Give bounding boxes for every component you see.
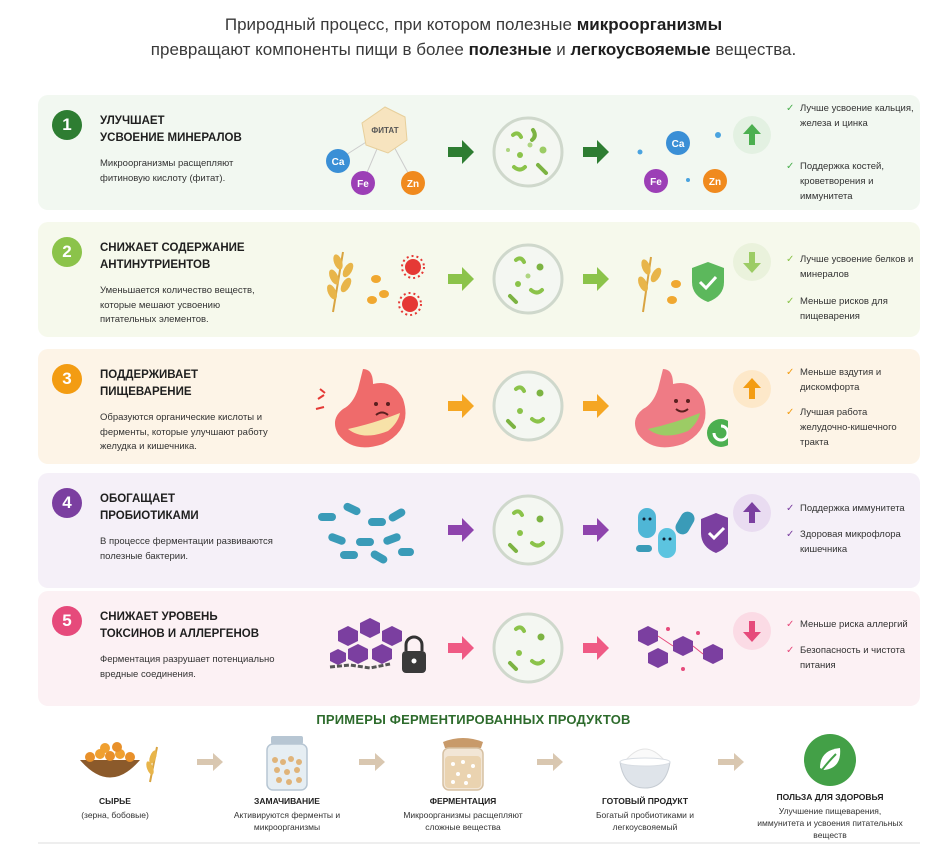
phytate-icon (361, 106, 408, 154)
arrow-right-icon (583, 394, 609, 418)
sad-stomach-icon (334, 369, 406, 448)
step-number-3: 3 (52, 364, 82, 394)
leaf-icon (804, 734, 856, 786)
mineral-fe-1: Fe (357, 179, 369, 190)
arrow-up-icon (732, 115, 772, 155)
phytate-illustration: ФИТАТ Ca Fe Zn Ca Fe Zn (288, 95, 728, 210)
arrow-right-icon (448, 140, 474, 164)
wheat-icon (638, 256, 662, 313)
examples-title: ПРИМЕРЫ ФЕРМЕНТИРОВАННЫХ ПРОДУКТОВ (316, 712, 631, 727)
phytate-label: ФИТАТ (371, 126, 398, 135)
mineral-zn-2: Zn (709, 177, 721, 188)
arrow-up-icon (732, 369, 772, 409)
row-text-2: Уменьшается количество веществ, которые … (100, 285, 255, 325)
benefit-4b: ✓Здоровая микрофлора кишечника (786, 529, 901, 555)
arrow-right-icon (359, 753, 385, 771)
row-text-5: Ферментация разрушает потенциально вредн… (100, 654, 275, 680)
benefit-3a: ✓Меньше вздутия и дискомфорта (786, 367, 882, 393)
petri-dish-icon (492, 243, 564, 315)
row-text-1: Микроорганизмы расщепляют фитиновую кисл… (100, 158, 234, 184)
arrow-right-icon (718, 753, 744, 771)
arrow-right-icon (583, 518, 609, 542)
molecule-chain-icon (330, 618, 402, 665)
shield-check-icon (692, 262, 724, 302)
header-line-2: превращают компоненты пищи в более полез… (150, 40, 797, 59)
jar-icon (266, 736, 308, 791)
padlock-icon (402, 635, 426, 673)
arrow-right-icon (583, 636, 609, 660)
benefit-1b: ✓Поддержка костей, кроветворения и иммун… (786, 161, 884, 202)
happy-bacteria-icon (636, 508, 695, 558)
petri-dish-icon (492, 116, 564, 188)
bacteria-cluster-icon (318, 502, 414, 564)
virus-icon (398, 292, 422, 316)
arrow-down-icon (732, 242, 772, 282)
benefit-2b: ✓Меньше рисков для пищеварения (786, 296, 888, 322)
benefit-1a: ✓Лучше усвоение кальция, железа и цинка (786, 103, 914, 129)
benefit-5a: ✓Меньше риска аллергий (786, 619, 908, 630)
step-number-1: 1 (52, 110, 82, 140)
example-step-raw: СЫРЬЕ (зерна, бобовые) (40, 732, 190, 821)
bottom-divider (38, 842, 920, 844)
benefit-4a: ✓Поддержка иммунитета (786, 503, 905, 514)
example-step-ready: ГОТОВЫЙ ПРОДУКТ Богатый пробиотиками и л… (570, 732, 720, 833)
arrow-right-icon (197, 753, 223, 771)
arrow-right-icon (448, 267, 474, 291)
yogurt-bowl-icon (619, 748, 671, 789)
step-number-2: 2 (52, 237, 82, 267)
mineral-fe-2: Fe (650, 177, 662, 188)
header-line-1: Природный процесс, при котором полезные … (224, 15, 723, 34)
arrow-right-icon (448, 518, 474, 542)
arrow-right-icon (537, 753, 563, 771)
happy-stomach-icon (634, 369, 706, 448)
virus-icon (401, 255, 425, 279)
petri-dish-icon (492, 370, 564, 442)
step-number-4: 4 (52, 488, 82, 518)
arrow-up-icon (732, 493, 772, 533)
shield-check-icon (701, 513, 728, 553)
benefit-3b: ✓Лучшая работа желудочно-кишечного тракт… (786, 407, 897, 448)
digestion-illustration (288, 349, 728, 464)
step-number-5: 5 (52, 606, 82, 636)
antinutrient-illustration (288, 222, 728, 337)
grain-bowl-icon (80, 742, 158, 783)
arrow-right-icon (583, 140, 609, 164)
broken-molecule-icon (638, 626, 723, 668)
benefit-5b: ✓Безопасность и чистота питания (786, 645, 906, 671)
row-text-3: Образуются органические кислоты и фермен… (100, 412, 268, 452)
toxin-illustration (288, 591, 728, 706)
row-text-4: В процессе ферментации развиваются полез… (100, 536, 273, 562)
fermentation-jar-icon (442, 738, 484, 791)
petri-dish-icon (492, 612, 564, 684)
petri-dish-icon (492, 494, 564, 566)
recycle-icon (707, 419, 728, 447)
mineral-ca-2: Ca (672, 139, 685, 150)
example-step-soaking: ЗАМАЧИВАНИЕ Активируются ферменты и микр… (212, 732, 362, 833)
example-step-fermentation: ФЕРМЕНТАЦИЯ Микроорганизмы расщепляют сл… (388, 732, 538, 833)
header-text: Природный процесс, при котором полезные … (0, 12, 947, 62)
arrow-right-icon (583, 267, 609, 291)
arrow-right-icon (448, 636, 474, 660)
mineral-zn-1: Zn (407, 179, 419, 190)
wheat-icon (327, 251, 354, 313)
arrow-right-icon (448, 394, 474, 418)
probiotic-illustration (288, 473, 728, 588)
benefit-2a: ✓Лучше усвоение белков и минералов (786, 254, 914, 280)
mineral-ca-1: Ca (332, 157, 345, 168)
arrow-down-icon (732, 611, 772, 651)
example-step-health: ПОЛЬЗА ДЛЯ ЗДОРОВЬЯ Улучшение пищеварени… (755, 732, 905, 841)
